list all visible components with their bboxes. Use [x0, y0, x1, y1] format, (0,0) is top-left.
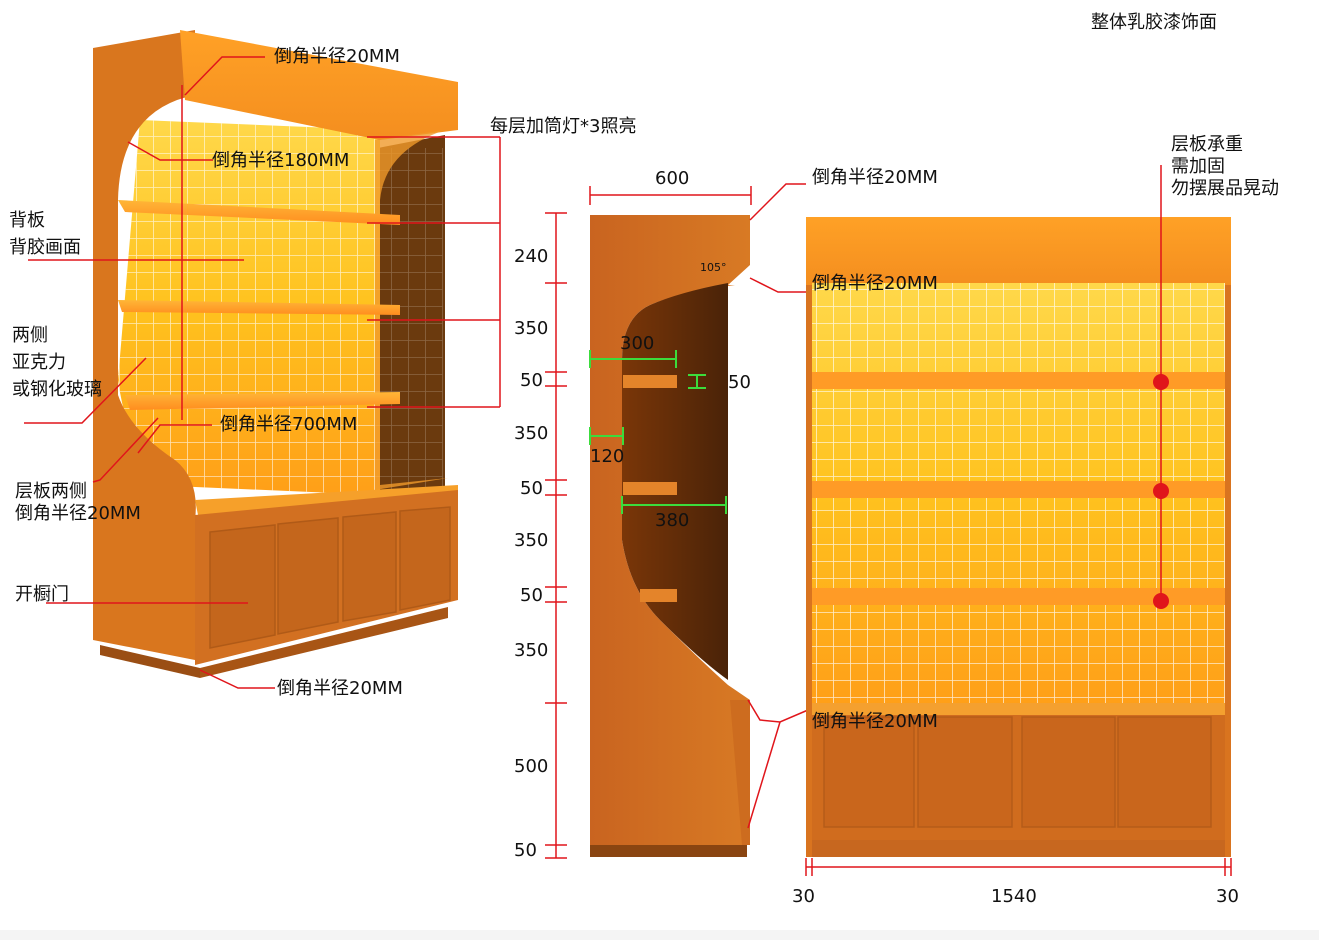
perspective-leaders — [24, 56, 501, 689]
label-side-top-radius: 倒角半径20MM — [812, 167, 938, 188]
label-angle: 105° — [700, 261, 727, 274]
front-view — [806, 217, 1231, 857]
label-doors: 开橱门 — [15, 584, 69, 605]
dim-depth-300: 300 — [620, 333, 655, 354]
dim-height-50-d: 50 — [514, 840, 537, 861]
cabinet-door-2 — [277, 517, 339, 635]
shelf-2 — [118, 300, 400, 315]
side-view — [590, 215, 750, 857]
dim-height-350-b: 350 — [514, 423, 549, 444]
dim-height-500: 500 — [514, 756, 549, 777]
bottom-strip — [0, 930, 1319, 940]
side-base — [590, 845, 747, 857]
label-inner-radius: 倒角半径180MM — [212, 150, 350, 171]
dim-width-30-right: 30 — [1216, 886, 1239, 907]
front-canopy — [806, 217, 1231, 285]
load-point-3 — [1153, 593, 1169, 609]
dim-height-50-b: 50 — [520, 478, 543, 499]
dim-depth-120: 120 — [590, 446, 625, 467]
label-base-radius: 倒角半径20MM — [277, 678, 403, 699]
shelf-1 — [118, 200, 400, 225]
front-shelf-2 — [812, 481, 1225, 498]
load-point-2 — [1153, 483, 1169, 499]
side-shelf-2 — [623, 482, 677, 495]
label-counter-radius: 倒角半径20MM — [812, 711, 938, 732]
front-door-2 — [917, 716, 1013, 828]
dim-width-1540: 1540 — [991, 886, 1037, 907]
front-shelf-1 — [812, 372, 1225, 389]
front-door-1 — [823, 716, 915, 828]
front-door-3 — [1021, 716, 1116, 828]
cabinet-door-1 — [209, 524, 276, 649]
dim-depth-380: 380 — [655, 510, 690, 531]
front-annotations — [805, 165, 1232, 876]
label-shelf-sides: 层板两侧 倒角半径20MM — [15, 481, 141, 524]
label-back-panel: 背板 背胶画面 — [9, 210, 81, 258]
drawing-title: 整体乳胶漆饰面 — [1091, 12, 1217, 33]
shelf-3 — [125, 392, 400, 410]
label-side-inner-radius: 倒角半径20MM — [812, 273, 938, 294]
dim-width-30-left: 30 — [792, 886, 815, 907]
label-lights: 每层加筒灯*3照亮 — [490, 116, 637, 137]
load-point-1 — [1153, 374, 1169, 390]
dim-height-50-a: 50 — [520, 370, 543, 391]
front-base — [812, 840, 1225, 857]
label-side-panels: 两侧 亚克力 或钢化玻璃 — [12, 325, 102, 400]
dim-width-600: 600 — [655, 168, 690, 189]
perspective-cabinet — [93, 30, 458, 678]
front-counter-top — [812, 703, 1225, 717]
cabinet-left-side — [93, 30, 196, 660]
side-body — [590, 215, 750, 845]
side-dimensions — [545, 183, 809, 859]
front-shelf-3 — [812, 588, 1225, 605]
side-shelf-3 — [640, 589, 677, 602]
dim-height-350-a: 350 — [514, 318, 549, 339]
label-curve-radius: 倒角半径700MM — [220, 414, 358, 435]
dim-height-350-d: 350 — [514, 640, 549, 661]
dim-height-350-c: 350 — [514, 530, 549, 551]
dim-height-50-c: 50 — [520, 585, 543, 606]
label-top-radius: 倒角半径20MM — [274, 46, 400, 67]
dim-height-240: 240 — [514, 246, 549, 267]
cabinet-door-3 — [342, 511, 397, 622]
label-load-note: 层板承重 需加固 勿摆展品晃动 — [1171, 134, 1279, 199]
cabinet-door-4 — [399, 506, 451, 611]
side-depth-dims — [589, 350, 727, 514]
side-shelf-1 — [623, 375, 677, 388]
dim-shelf-thickness: 50 — [728, 372, 751, 393]
front-door-4 — [1117, 716, 1212, 828]
